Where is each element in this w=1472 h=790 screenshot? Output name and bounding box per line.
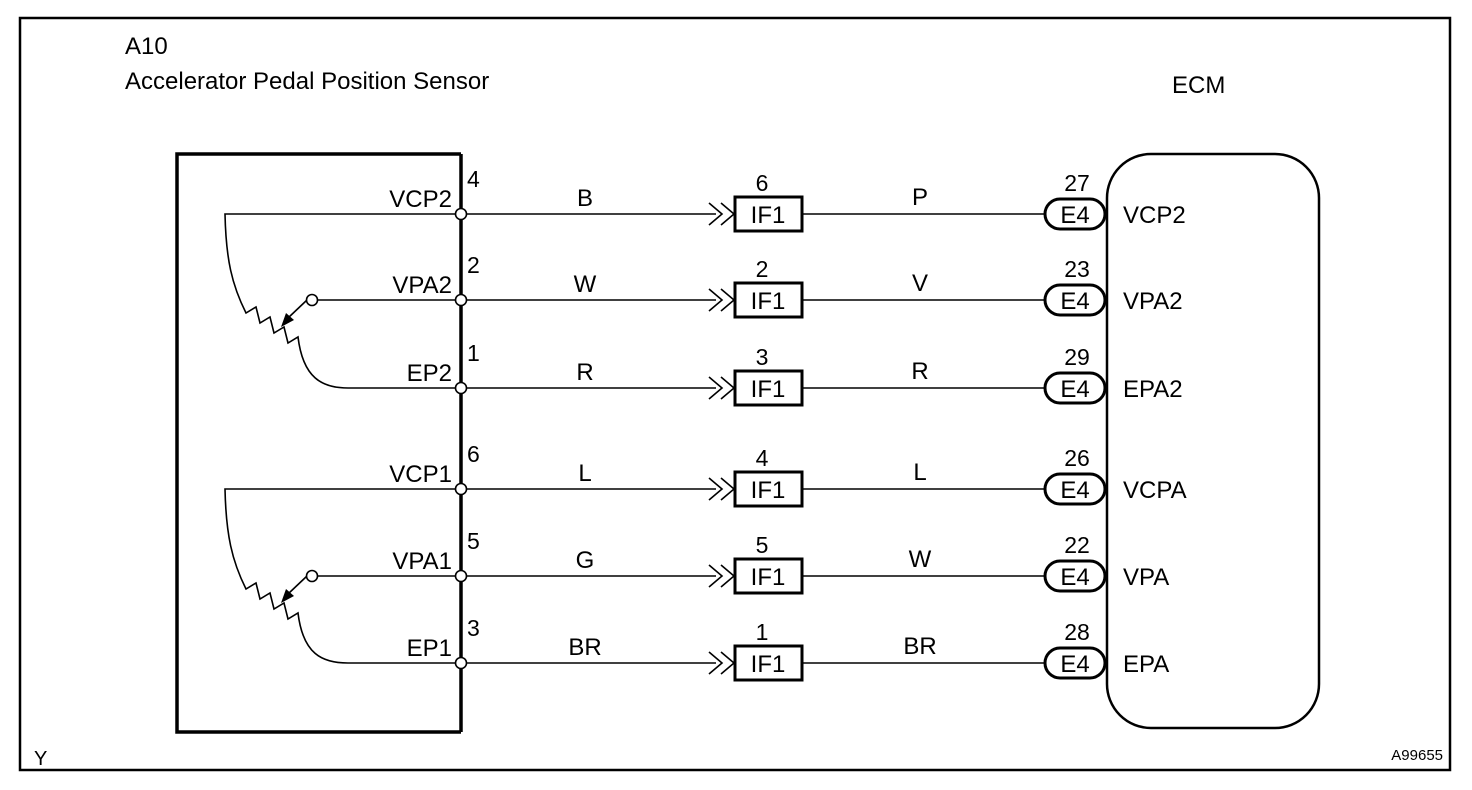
sensor-terminal-pin-icon — [454, 293, 468, 307]
junction-pin-number: 2 — [756, 256, 769, 282]
junction-connector-label: IF1 — [751, 477, 786, 504]
junction-connector-box — [733, 470, 804, 508]
wire-color-right: R — [911, 358, 928, 385]
sensor-pin-number: 4 — [467, 166, 480, 192]
sensor-terminal-pin-icon — [454, 381, 468, 395]
sensor-terminal-pin-icon — [454, 656, 468, 670]
sensor-terminal-pin-icon — [454, 482, 468, 496]
sensor-terminal-name: VCP1 — [389, 461, 452, 488]
corner-label: Y — [34, 748, 47, 770]
sensor-name: Accelerator Pedal Position Sensor — [125, 68, 489, 95]
ecm-pin-number: 26 — [1064, 445, 1090, 471]
junction-connector-box — [733, 195, 804, 233]
junction-pin-number: 4 — [756, 445, 769, 471]
sensor-terminal-name: EP1 — [407, 635, 452, 662]
ecm-connector-label: E4 — [1060, 564, 1089, 591]
ecm-pin-number: 27 — [1064, 170, 1090, 196]
ecm-connector-pill — [1043, 646, 1107, 680]
sensor-pin-number: 1 — [467, 340, 480, 366]
junction-pin-number: 5 — [756, 532, 769, 558]
sensor-terminal-name: VCP2 — [389, 186, 452, 213]
wire-color-right: L — [913, 459, 926, 486]
ecm-terminal-name: VCP2 — [1123, 202, 1186, 229]
sensor-code: A10 — [125, 33, 168, 60]
potentiometer-lower — [224, 488, 456, 664]
ecm-terminal-name: VPA2 — [1123, 288, 1183, 315]
sensor-terminal-name: VPA1 — [392, 548, 452, 575]
junction-connector-label: IF1 — [751, 202, 786, 229]
wire-color-left: BR — [568, 634, 601, 661]
ecm-terminal-name: VPA — [1123, 564, 1169, 591]
sensor-terminal-name: EP2 — [407, 360, 452, 387]
ecm-connector-label: E4 — [1060, 376, 1089, 403]
figure-id: A99655 — [1391, 747, 1443, 764]
wire-color-right: BR — [903, 633, 936, 660]
ecm-terminal-name: EPA — [1123, 651, 1169, 678]
ecm-connector-pill — [1043, 371, 1107, 405]
junction-connector-box — [733, 281, 804, 319]
wire-color-left: L — [578, 460, 591, 487]
sensor-pin-number: 5 — [467, 528, 480, 554]
junction-connector-label: IF1 — [751, 564, 786, 591]
junction-connector-box — [733, 644, 804, 682]
junction-pin-number: 6 — [756, 170, 769, 196]
ecm-pin-number: 23 — [1064, 256, 1090, 282]
wire-color-left: W — [574, 271, 597, 298]
wire-color-left: B — [577, 185, 593, 212]
junction-pin-number: 3 — [756, 344, 769, 370]
ecm-connector-label: E4 — [1060, 288, 1089, 315]
ecm-connector-pill — [1043, 197, 1107, 231]
ecm-pin-number: 22 — [1064, 532, 1090, 558]
ecm-connector-label: E4 — [1060, 477, 1089, 504]
sensor-terminal-name: VPA2 — [392, 272, 452, 299]
junction-pin-number: 1 — [756, 619, 769, 645]
ecm-connector-pill — [1043, 472, 1107, 506]
ecm-connector-pill — [1043, 283, 1107, 317]
sensor-box — [175, 152, 461, 734]
ecm-pin-number: 28 — [1064, 619, 1090, 645]
sensor-pin-number: 3 — [467, 615, 480, 641]
ecm-pin-number: 29 — [1064, 344, 1090, 370]
ecm-title: ECM — [1172, 72, 1225, 99]
junction-connector-box — [733, 557, 804, 595]
junction-connector-label: IF1 — [751, 376, 786, 403]
diagram-frame — [18, 16, 1452, 772]
junction-connector-label: IF1 — [751, 651, 786, 678]
wire-color-left: R — [576, 359, 593, 386]
sensor-terminal-pin-icon — [454, 207, 468, 221]
sensor-pin-number: 6 — [467, 441, 480, 467]
ecm-connector-pill — [1043, 559, 1107, 593]
ecm-terminal-name: VCPA — [1123, 477, 1187, 504]
sensor-terminal-pin-icon — [454, 569, 468, 583]
wire-color-right: W — [909, 546, 932, 573]
wire-color-right: V — [912, 270, 928, 297]
wire-color-left: G — [576, 547, 595, 574]
sensor-pin-number: 2 — [467, 252, 480, 278]
wire-color-right: P — [912, 184, 928, 211]
junction-connector-box — [733, 369, 804, 407]
ecm-box — [1105, 152, 1321, 730]
ecm-connector-label: E4 — [1060, 202, 1089, 229]
ecm-connector-label: E4 — [1060, 651, 1089, 678]
potentiometer-upper — [224, 213, 456, 389]
junction-connector-label: IF1 — [751, 288, 786, 315]
ecm-terminal-name: EPA2 — [1123, 376, 1183, 403]
